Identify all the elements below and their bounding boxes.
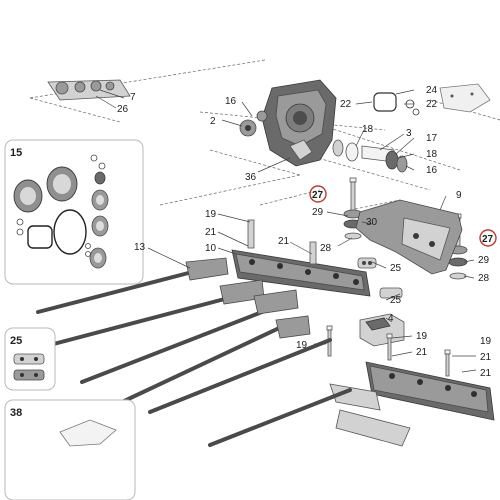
callout-7: 7 <box>130 92 136 103</box>
callout-21: 21 <box>205 227 217 238</box>
callout-26: 26 <box>117 104 129 115</box>
callout-25: 25 <box>390 263 402 274</box>
callout-25: 25 <box>390 295 402 306</box>
callout-36: 36 <box>245 172 257 183</box>
callout-29: 29 <box>478 255 490 266</box>
callout-27: 27 <box>482 234 494 245</box>
callout-19: 19 <box>296 340 308 351</box>
seal-rings-top-right <box>373 83 491 116</box>
callout-13: 13 <box>134 242 146 253</box>
callout-21: 21 <box>278 236 290 247</box>
callout-27: 27 <box>312 190 324 201</box>
callout-labels: 7 26 16 2 24 22 22 18 3 17 18 16 36 27 9… <box>117 85 494 379</box>
inset-label-15: 15 <box>10 147 22 159</box>
scraper-rods <box>36 257 352 447</box>
callout-16: 16 <box>426 165 438 176</box>
callout-9: 9 <box>456 190 462 201</box>
shaft-assembly <box>332 139 408 173</box>
inset-label-25: 25 <box>10 335 22 347</box>
highlight-ring-27-right <box>479 229 497 247</box>
inset-label-38: 38 <box>10 407 22 419</box>
callout-18: 18 <box>362 124 374 135</box>
callout-21: 21 <box>416 347 428 358</box>
callout-24: 24 <box>426 85 438 96</box>
gear-fragment <box>47 79 131 101</box>
callout-29: 29 <box>312 207 324 218</box>
main-chain-assembly <box>231 219 371 297</box>
callout-10: 10 <box>205 243 217 254</box>
callout-19: 19 <box>480 336 492 347</box>
callout-18: 18 <box>426 149 438 160</box>
bolt-19-group <box>326 325 451 377</box>
callout-28: 28 <box>320 243 332 254</box>
callout-28: 28 <box>478 273 490 284</box>
callout-2: 2 <box>210 116 216 127</box>
callout-22: 22 <box>426 99 438 110</box>
callout-22: 22 <box>340 99 352 110</box>
callout-3: 3 <box>406 128 412 139</box>
callout-16: 16 <box>225 96 237 107</box>
inset-box-25: 25 <box>4 327 56 391</box>
gearbox-housing <box>239 79 337 167</box>
leader-lines <box>95 89 477 373</box>
callout-19: 19 <box>205 209 217 220</box>
highlight-ring-27-left <box>309 185 327 203</box>
callout-21: 21 <box>480 368 492 379</box>
callout-17: 17 <box>426 133 438 144</box>
inset-box-15: 15 <box>4 139 144 285</box>
inset-box-38: 38 <box>4 399 136 500</box>
callout-21: 21 <box>480 352 492 363</box>
callout-30: 30 <box>366 217 378 228</box>
lower-chain-assembly <box>329 361 495 447</box>
mounting-bracket <box>355 199 463 275</box>
tensioner-block <box>359 313 405 347</box>
callout-19: 19 <box>416 331 428 342</box>
callout-4: 4 <box>388 313 394 324</box>
